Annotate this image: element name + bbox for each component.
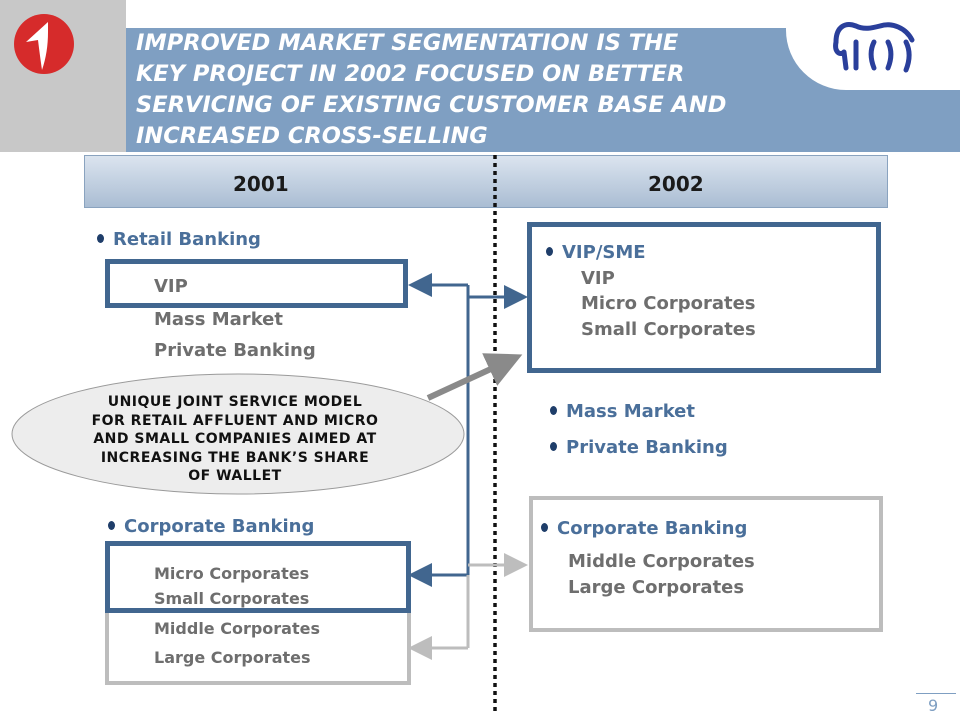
vip-sme-item-vip: VIP bbox=[581, 268, 615, 289]
private-banking-heading-2002: Private Banking bbox=[550, 437, 728, 458]
vip-sme-heading: VIP/SME bbox=[546, 242, 646, 263]
bullet-dot bbox=[546, 247, 553, 256]
bullet-dot bbox=[550, 442, 557, 451]
year-2002-label: 2002 bbox=[648, 172, 704, 196]
bullet-dot bbox=[97, 234, 104, 243]
bullet-dot bbox=[541, 523, 548, 532]
page-number: 9 bbox=[928, 696, 939, 715]
vip-sme-item-micro: Micro Corporates bbox=[581, 293, 756, 314]
corporate-2002-item-large: Large Corporates bbox=[568, 577, 745, 598]
joint-service-text: UNIQUE JOINT SERVICE MODEL FOR RETAIL AF… bbox=[91, 394, 379, 484]
retail-item-mass-market: Mass Market bbox=[154, 309, 283, 330]
page-number-rule bbox=[916, 693, 956, 694]
corporate-2001-item-large: Large Corporates bbox=[154, 648, 311, 667]
corporate-2001-blue-box bbox=[105, 541, 411, 613]
merge-arrow bbox=[426, 353, 523, 401]
vip-sme-item-small: Small Corporates bbox=[581, 319, 756, 340]
page-title: IMPROVED MARKET SEGMENTATION IS THE KEY … bbox=[136, 30, 727, 149]
bison-logo-icon bbox=[833, 22, 915, 73]
retail-item-vip: VIP bbox=[154, 276, 188, 297]
joint-service-ellipse bbox=[11, 373, 465, 495]
year-bar bbox=[84, 155, 888, 208]
corporate-2001-item-small: Small Corporates bbox=[154, 589, 310, 608]
retail-item-private-banking: Private Banking bbox=[154, 340, 316, 361]
corporate-2001-item-micro: Micro Corporates bbox=[154, 564, 310, 583]
bullet-dot bbox=[550, 406, 557, 415]
bullet-dot bbox=[108, 521, 115, 530]
mass-market-heading-2002: Mass Market bbox=[550, 401, 695, 422]
corporate-banking-heading-2002: Corporate Banking bbox=[541, 518, 747, 539]
retail-banking-heading: Retail Banking bbox=[97, 229, 261, 250]
corporate-2001-item-middle: Middle Corporates bbox=[154, 619, 320, 638]
vip-sme-box bbox=[527, 222, 881, 373]
year-2001-label: 2001 bbox=[233, 172, 289, 196]
retail-vip-box bbox=[105, 259, 408, 308]
red-circle-arrow-logo-icon bbox=[14, 14, 74, 74]
corporate-2002-item-middle: Middle Corporates bbox=[568, 551, 755, 572]
corporate-banking-heading-2001: Corporate Banking bbox=[108, 516, 314, 537]
corporate-2002-box bbox=[529, 496, 883, 632]
